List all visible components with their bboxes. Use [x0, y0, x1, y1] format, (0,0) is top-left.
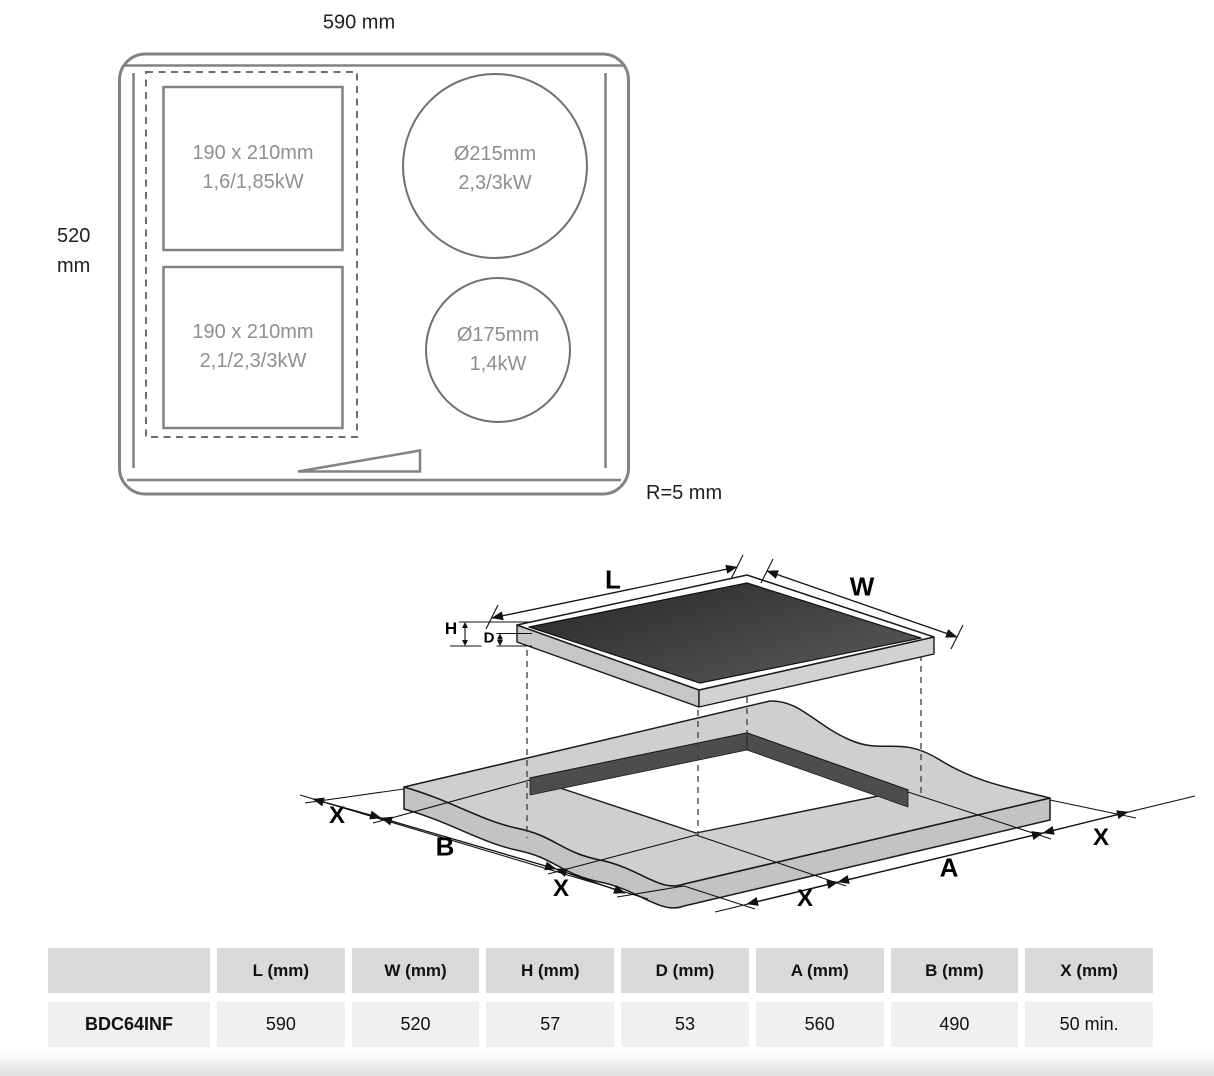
- zone-front-left: [162, 265, 344, 430]
- zone-power: 1,4kW: [469, 353, 527, 375]
- zone-rear-left-label: 190 x 210mm 1,6/1,85kW: [192, 139, 313, 197]
- table-row: BDC64INF 590 520 57 53 560 490 50 min.: [48, 1002, 1153, 1047]
- dimensions-table: L (mm) W (mm) H (mm) D (mm) A (mm) B (mm…: [41, 939, 1160, 1056]
- cell-h: 57: [486, 1002, 615, 1047]
- zone-rear-right-label: Ø215mm 2,3/3kW: [454, 140, 536, 198]
- overall-depth-dimension: 520 mm: [57, 221, 90, 281]
- cell-l: 590: [217, 1002, 345, 1047]
- zone-front-right: [425, 277, 571, 423]
- header-l: L (mm): [217, 948, 345, 993]
- label-height-h: H: [442, 619, 460, 639]
- installation-drawing: [299, 554, 1196, 913]
- header-x: X (mm): [1025, 948, 1153, 993]
- cell-model: BDC64INF: [48, 1002, 210, 1047]
- corner-radius-label: R=5 mm: [646, 482, 723, 504]
- table-header-row: L (mm) W (mm) H (mm) D (mm) A (mm) B (mm…: [48, 948, 1153, 993]
- hob-top-view-drawing: [118, 52, 630, 496]
- header-w: W (mm): [351, 948, 480, 993]
- zone-power: 2,3/3kW: [458, 172, 532, 194]
- zone-rear-left: [162, 85, 344, 252]
- overall-depth-value: 520: [57, 225, 91, 247]
- cell-x: 50 min.: [1025, 1002, 1153, 1047]
- label-cutout-width-b: B: [435, 831, 455, 862]
- zone-size: 190 x 210mm: [192, 321, 314, 343]
- zone-front-right-label: Ø175mm 1,4kW: [457, 321, 539, 379]
- zone-power: 1,6/1,85kW: [202, 171, 304, 193]
- projection-lines: [526, 650, 922, 838]
- header-h: H (mm): [486, 948, 615, 993]
- label-depth-d: D: [481, 629, 497, 647]
- header-d: D (mm): [621, 948, 749, 993]
- zone-rear-right: [402, 73, 588, 259]
- label-clearance-x-right: X: [1092, 824, 1110, 851]
- label-cutout-length-a: A: [939, 852, 959, 883]
- header-b: B (mm): [890, 948, 1019, 993]
- control-wedge: [297, 449, 422, 473]
- zone-size: Ø175mm: [456, 324, 540, 346]
- page-bottom-fade: [0, 1050, 1214, 1076]
- flex-zone-dashed-outline: [145, 71, 358, 438]
- label-length-l: L: [605, 564, 621, 595]
- cutout-inner-face-right: [746, 732, 909, 808]
- label-clearance-x-left: X: [328, 802, 346, 829]
- header-a: A (mm): [755, 948, 884, 993]
- header-model: [48, 948, 210, 993]
- dimension-lines: [299, 554, 1196, 913]
- label-clearance-x-front-left: X: [552, 875, 570, 902]
- zone-size: Ø215mm: [453, 143, 537, 165]
- overall-width-dimension: 590 mm: [322, 11, 396, 34]
- zone-power: 2,1/2,3/3kW: [199, 350, 307, 372]
- label-width-w: W: [849, 571, 875, 602]
- cell-b: 490: [890, 1002, 1019, 1047]
- zone-front-left-label: 190 x 210mm 2,1/2,3/3kW: [192, 318, 313, 376]
- cell-w: 520: [351, 1002, 480, 1047]
- cell-a: 560: [755, 1002, 884, 1047]
- cell-d: 53: [621, 1002, 749, 1047]
- zone-size: 190 x 210mm: [192, 142, 314, 164]
- label-clearance-x-front: X: [796, 885, 814, 912]
- overall-depth-unit: mm: [57, 255, 91, 277]
